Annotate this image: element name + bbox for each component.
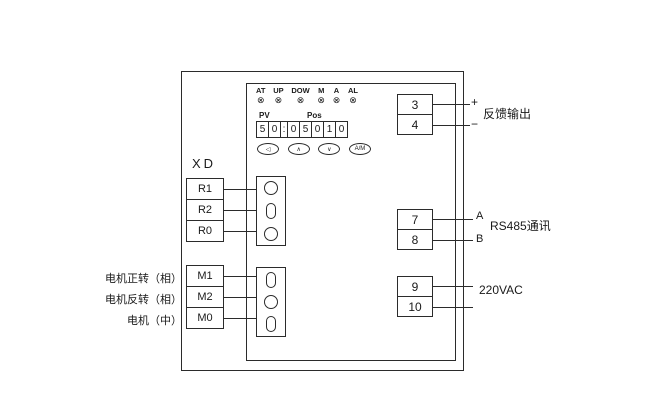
wire bbox=[433, 307, 473, 308]
minus-sign: − bbox=[471, 117, 479, 131]
motor-forward-label: 电机正转（相） bbox=[105, 273, 182, 285]
power-label: 220VAC bbox=[479, 283, 523, 297]
led-icon: ⊗ bbox=[349, 95, 357, 105]
wire bbox=[433, 104, 470, 105]
connector-pin-icon bbox=[266, 271, 276, 288]
indicator-up: UP ⊗ bbox=[273, 87, 283, 105]
led-icon: ⊗ bbox=[332, 95, 341, 105]
led-icon: ⊗ bbox=[274, 95, 283, 105]
feedback-output-label: 反馈输出 bbox=[483, 107, 532, 121]
terminal-7: 7 bbox=[397, 209, 433, 230]
indicator-label: A bbox=[333, 86, 340, 95]
wire bbox=[224, 231, 257, 232]
connector-pin-icon bbox=[264, 294, 278, 309]
wire bbox=[224, 210, 257, 211]
r-connector-block bbox=[256, 176, 286, 246]
wire bbox=[224, 189, 257, 190]
indicator-label: AT bbox=[256, 86, 266, 95]
wire bbox=[224, 297, 257, 298]
terminal-m2: M2 bbox=[186, 286, 224, 308]
connector-pin-icon bbox=[266, 316, 276, 333]
down-button: ∨ bbox=[318, 143, 341, 155]
connector-pin-icon bbox=[264, 181, 278, 195]
indicator-at: AT ⊗ bbox=[256, 87, 265, 105]
m-connector-block bbox=[256, 267, 286, 337]
terminal-r1: R1 bbox=[186, 178, 224, 200]
motor-neutral-label: 电机（中） bbox=[127, 315, 182, 327]
wire bbox=[433, 240, 473, 241]
wire bbox=[433, 219, 473, 220]
indicator-a: A ⊗ bbox=[333, 87, 341, 105]
led-icon: ⊗ bbox=[256, 95, 265, 105]
outer-enclosure bbox=[181, 71, 464, 371]
terminal-m1: M1 bbox=[186, 265, 224, 287]
terminal-10: 10 bbox=[397, 296, 433, 317]
rs485-a-label: A bbox=[476, 210, 484, 222]
terminal-r2: R2 bbox=[186, 199, 224, 221]
connector-pin-icon bbox=[266, 203, 276, 219]
indicator-al: AL ⊗ bbox=[348, 87, 358, 105]
terminal-r0: R0 bbox=[186, 220, 224, 242]
terminal-3: 3 bbox=[397, 94, 433, 115]
indicator-dow: DOW ⊗ bbox=[291, 87, 309, 105]
pv-digit: 0 bbox=[268, 121, 281, 138]
controller-panel bbox=[246, 83, 456, 361]
wire bbox=[224, 318, 257, 319]
indicator-label: M bbox=[318, 86, 325, 95]
rs485-label: RS485通讯 bbox=[490, 219, 551, 233]
auto-manual-button: A/M bbox=[348, 143, 371, 155]
connector-pin-icon bbox=[264, 227, 278, 241]
indicator-m: M ⊗ bbox=[317, 87, 325, 105]
rs485-b-label: B bbox=[476, 233, 484, 245]
pv-label: PV bbox=[259, 111, 270, 120]
terminal-m0: M0 bbox=[186, 307, 224, 329]
motor-reverse-label: 电机反转（相） bbox=[105, 294, 182, 306]
plus-sign: + bbox=[471, 95, 479, 109]
led-icon: ⊗ bbox=[317, 95, 325, 105]
up-button: ∧ bbox=[287, 143, 310, 155]
terminal-8: 8 bbox=[397, 229, 433, 250]
pos-label: Pos bbox=[307, 111, 322, 120]
digit-display: 5 0 : 0 5 0 1 0 bbox=[256, 121, 348, 138]
indicator-label: UP bbox=[273, 86, 284, 95]
button-row: ◁ ∧ ∨ A/M bbox=[257, 143, 371, 155]
xd-label: XD bbox=[192, 156, 217, 171]
indicator-row: AT ⊗ UP ⊗ DOW ⊗ M ⊗ A ⊗ AL ⊗ bbox=[256, 87, 358, 105]
pos-digit: 0 bbox=[335, 121, 348, 138]
indicator-label: AL bbox=[347, 86, 358, 95]
led-icon: ⊗ bbox=[296, 95, 305, 105]
wire bbox=[224, 276, 257, 277]
terminal-9: 9 bbox=[397, 276, 433, 297]
shift-button: ◁ bbox=[257, 143, 279, 155]
wire bbox=[433, 286, 473, 287]
wire bbox=[433, 125, 470, 126]
indicator-label: DOW bbox=[291, 86, 310, 95]
terminal-4: 4 bbox=[397, 114, 433, 135]
